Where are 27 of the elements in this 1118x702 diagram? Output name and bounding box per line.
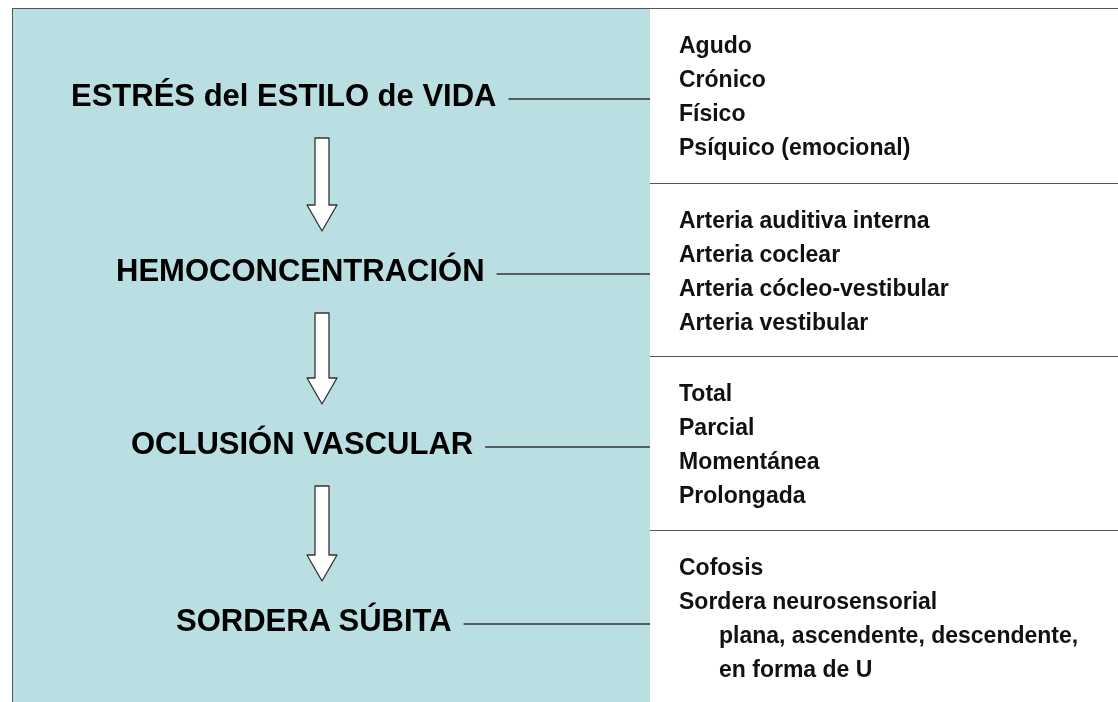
block-arrow (306, 312, 338, 405)
stage-label: SORDERA SÚBITA (176, 603, 452, 639)
stage-label: ESTRÉS del ESTILO de VIDA (71, 78, 497, 114)
list-item: Crónico (679, 65, 766, 94)
list-item: Arteria auditiva interna (679, 206, 930, 235)
connector-line (484, 446, 651, 448)
list-item: Momentánea (679, 447, 820, 476)
block-arrow (306, 137, 338, 232)
list-item: Total (679, 379, 733, 408)
connector-line (495, 273, 651, 275)
connector-line (507, 98, 651, 100)
connector-line (462, 623, 651, 625)
list-item: Parcial (679, 413, 755, 442)
list-item: Arteria cócleo-vestibular (679, 274, 949, 303)
list-item: Sordera neurosensorial (679, 587, 938, 616)
list-item: Psíquico (emocional) (679, 133, 911, 162)
list-item: Cofosis (679, 553, 764, 582)
list-item: Arteria coclear (679, 240, 841, 269)
block-arrow (306, 485, 338, 582)
stage-label: OCLUSIÓN VASCULAR (131, 426, 474, 462)
background-panel (12, 8, 650, 702)
stage-label: HEMOCONCENTRACIÓN (116, 253, 485, 289)
list-item: Agudo (679, 31, 752, 60)
list-item: Prolongada (679, 481, 806, 510)
list-item: Arteria vestibular (679, 308, 869, 337)
list-item: Físico (679, 99, 746, 128)
list-item: plana, ascendente, descendente, en forma de U (719, 621, 1080, 684)
